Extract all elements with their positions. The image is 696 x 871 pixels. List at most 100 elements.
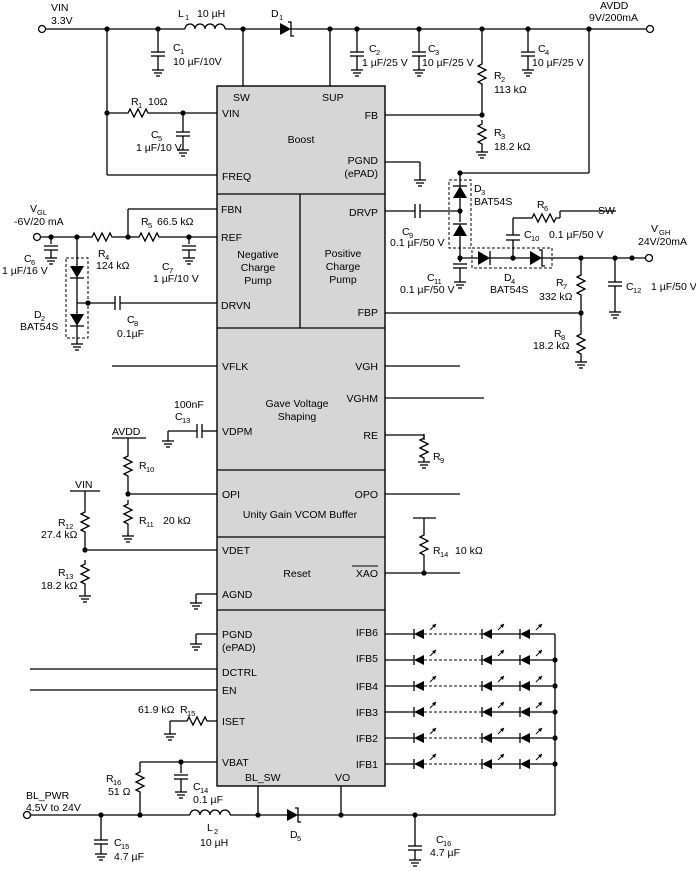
l1-inductor [184, 23, 226, 30]
c2-sub: 2 [376, 48, 380, 57]
r13-ref: R [58, 567, 66, 579]
r6-sub: 6 [544, 204, 548, 213]
r9-sub: 9 [440, 456, 444, 465]
r8-ref: R [554, 328, 562, 340]
c3-sub: 3 [435, 48, 439, 57]
pin-bl-sw: BL_SW [245, 772, 281, 784]
c8-sub: 8 [134, 319, 138, 328]
d3-ref: D [474, 183, 482, 195]
pin-sup: SUP [322, 92, 344, 104]
r2-sub: 2 [501, 75, 505, 84]
c15-sub: 15 [121, 842, 129, 851]
r15-ref: R [180, 704, 188, 716]
r10-ref: R [139, 460, 147, 472]
pin-opi: OPI [222, 489, 240, 501]
l1-value: 10 µH [197, 8, 225, 20]
bl-pwr-terminal [22, 810, 32, 820]
r12-sub: 12 [65, 522, 73, 531]
c15-value: 4.7 µF [114, 851, 144, 863]
avdd-terminal [645, 24, 655, 34]
r7-sub: 7 [563, 282, 567, 291]
r3-ref: R [494, 127, 502, 139]
vgh-label: V [651, 223, 658, 235]
c10-value: 0.1 µF/50 V [549, 229, 604, 241]
d4-ref: D [504, 272, 512, 284]
r1-sub: 1 [138, 101, 142, 110]
c6-ref: C [24, 253, 32, 265]
c14-sub: 14 [200, 786, 208, 795]
c9-value: 0.1 µF/50 V [390, 237, 445, 249]
c10-ref: C [524, 229, 532, 241]
pin-opo: OPO [355, 489, 378, 501]
c3-value: 10 µF/25 V [422, 57, 474, 69]
r7-ref: R [556, 277, 564, 289]
r14-ref: R [433, 545, 441, 557]
c5-sub: 5 [158, 134, 162, 143]
vin-label: VIN [51, 2, 69, 14]
pin-vin: VIN [222, 108, 240, 120]
d3-sub: 3 [481, 188, 485, 197]
pin-vdet: VDET [222, 545, 251, 557]
c6-value: 1 µF/16 V [2, 265, 48, 277]
avdd-small-label: AVDD [112, 426, 141, 438]
l2-value: 10 µH [200, 837, 228, 849]
pin-ifb2: IFB2 [356, 733, 378, 745]
pin-ifb6: IFB6 [356, 627, 378, 639]
pin-vbat: VBAT [222, 757, 249, 769]
pin-agnd: AGND [222, 589, 253, 601]
pin-en: EN [222, 685, 237, 697]
negative-pump-line2: Charge [241, 262, 276, 274]
c2-ref: C [369, 43, 377, 55]
r4-sub: 4 [105, 253, 109, 262]
r11-sub: 11 [146, 520, 154, 529]
d4-diodes [478, 249, 545, 267]
r15-sub: 15 [187, 709, 195, 718]
r5-sub: 5 [148, 221, 152, 230]
d5-ref: D [290, 829, 298, 841]
r16-ref: R [106, 773, 114, 785]
vgh-sub: GH [659, 228, 670, 237]
r4-ref: R [98, 248, 106, 260]
pin-ifb5: IFB5 [356, 653, 378, 665]
c9-sub: 9 [409, 231, 413, 240]
d2-sub: 2 [41, 314, 45, 323]
r13-value: 18.2 kΩ [41, 580, 78, 592]
pin-pgnd-top: PGND [348, 155, 379, 167]
c16-value: 4.7 µF [430, 847, 460, 859]
c12-value: 1 µF/50 V [651, 281, 696, 293]
l2-ref: L [207, 822, 213, 834]
d1-sub: 1 [279, 13, 283, 22]
pin-pgnd-bottom: PGND [222, 629, 253, 641]
pin-ifb4: IFB4 [356, 681, 378, 693]
r8-value: 18.2 kΩ [533, 340, 570, 352]
c10-sub: 10 [531, 234, 539, 243]
c1-ref: C [173, 42, 181, 54]
pin-vo: VO [335, 772, 350, 784]
r13-sub: 13 [65, 572, 73, 581]
c1-sub: 1 [180, 47, 184, 56]
pin-vgh: VGH [355, 361, 378, 373]
c7-value: 1 µF/10 V [153, 273, 199, 285]
c5-ref: C [151, 129, 159, 141]
r15-value: 61.9 kΩ [138, 704, 175, 716]
d5-sub: 5 [297, 834, 301, 843]
d2-ref: D [34, 309, 42, 321]
c4-value: 10 µF/25 V [532, 57, 584, 69]
r12-value: 27.4 kΩ [41, 529, 78, 541]
r3-value: 18.2 kΩ [494, 141, 531, 153]
r9-ref: R [433, 451, 441, 463]
r5-ref: R [141, 216, 149, 228]
pin-sw: SW [233, 92, 250, 104]
r8-sub: 8 [561, 333, 565, 342]
positive-pump-line3: Pump [329, 274, 357, 286]
r16-sub: 16 [113, 778, 121, 787]
c13-value: 100nF [174, 399, 204, 411]
r11-ref: R [139, 515, 147, 527]
d3-value: BAT54S [474, 196, 512, 208]
vcom-buffer-label: Unity Gain VCOM Buffer [243, 509, 358, 521]
d2-value: BAT54S [20, 321, 58, 333]
c4-ref: C [538, 43, 546, 55]
pin-vghm: VGHM [347, 393, 379, 405]
pin-drvp: DRVP [349, 207, 378, 219]
